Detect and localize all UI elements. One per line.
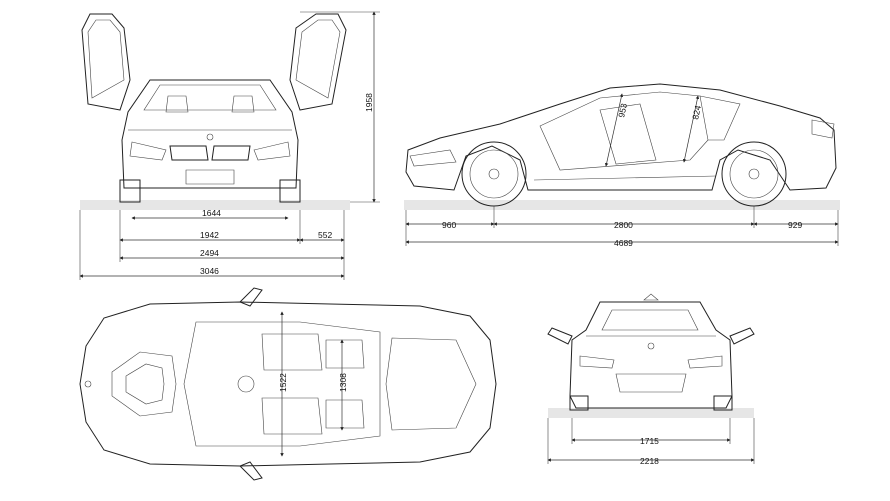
top-seat-right <box>261 397 323 435</box>
dim-rear-overhang: 929 <box>788 220 802 230</box>
front-right-wheel <box>279 179 301 203</box>
dim-width: 1942 <box>200 230 219 240</box>
dim-rear-seat-width: 1308 <box>338 373 348 392</box>
top-steering <box>237 375 255 393</box>
dim-length: 4689 <box>614 238 633 248</box>
rear-left-wheel <box>569 395 589 411</box>
rear-mirror-right <box>729 327 755 345</box>
dim-front-overhang: 960 <box>442 220 456 230</box>
top-rear-window <box>385 337 477 431</box>
side-ground <box>404 200 840 210</box>
left-door-open <box>81 13 131 111</box>
dim-mirror-door: 552 <box>318 230 332 240</box>
dim-track-front: 1644 <box>202 208 221 218</box>
side-front-wheel <box>461 141 527 207</box>
front-left-wheel <box>119 179 141 203</box>
rear-view: 1715 2218 <box>547 293 755 466</box>
dim-wheelbase: 2800 <box>614 220 633 230</box>
dim-interior-width: 1522 <box>278 373 288 392</box>
rear-mirror-left <box>547 327 573 345</box>
mirror-right <box>239 461 263 481</box>
dim-rear-width-mirrors: 2218 <box>640 456 659 466</box>
rear-light-left <box>579 355 615 369</box>
dim-front-seat: 953 <box>616 102 629 118</box>
front-body <box>121 79 299 189</box>
right-door-open <box>289 13 347 111</box>
mirror-left <box>239 287 263 307</box>
dim-width-mirrors: 2494 <box>200 248 219 258</box>
side-rear-wheel <box>721 141 787 207</box>
dim-width-doors-open: 3046 <box>200 266 219 276</box>
kidney-grille-left <box>169 145 209 161</box>
top-seat-left <box>261 333 323 371</box>
side-view: 953 824 960 2800 929 4689 <box>404 83 840 248</box>
dim-track-rear: 1715 <box>640 436 659 446</box>
front-logo <box>206 133 214 141</box>
top-cabin <box>183 321 381 447</box>
dim-height-doors-open: 1958 <box>364 93 374 112</box>
rear-light-right <box>687 355 723 369</box>
side-body <box>405 83 837 191</box>
top-view: 1522 1308 <box>79 287 497 481</box>
top-hood <box>111 351 177 417</box>
front-view: 1644 1942 552 2494 3046 1958 <box>79 11 380 280</box>
rear-right-wheel <box>713 395 733 411</box>
rear-ground <box>548 408 754 418</box>
dim-rear-seat: 824 <box>690 104 703 120</box>
top-body <box>79 301 497 467</box>
front-ground <box>80 200 350 210</box>
rear-body <box>569 301 733 409</box>
rear-logo <box>647 342 655 350</box>
kidney-grille-right <box>211 145 251 161</box>
rear-window <box>601 309 699 331</box>
